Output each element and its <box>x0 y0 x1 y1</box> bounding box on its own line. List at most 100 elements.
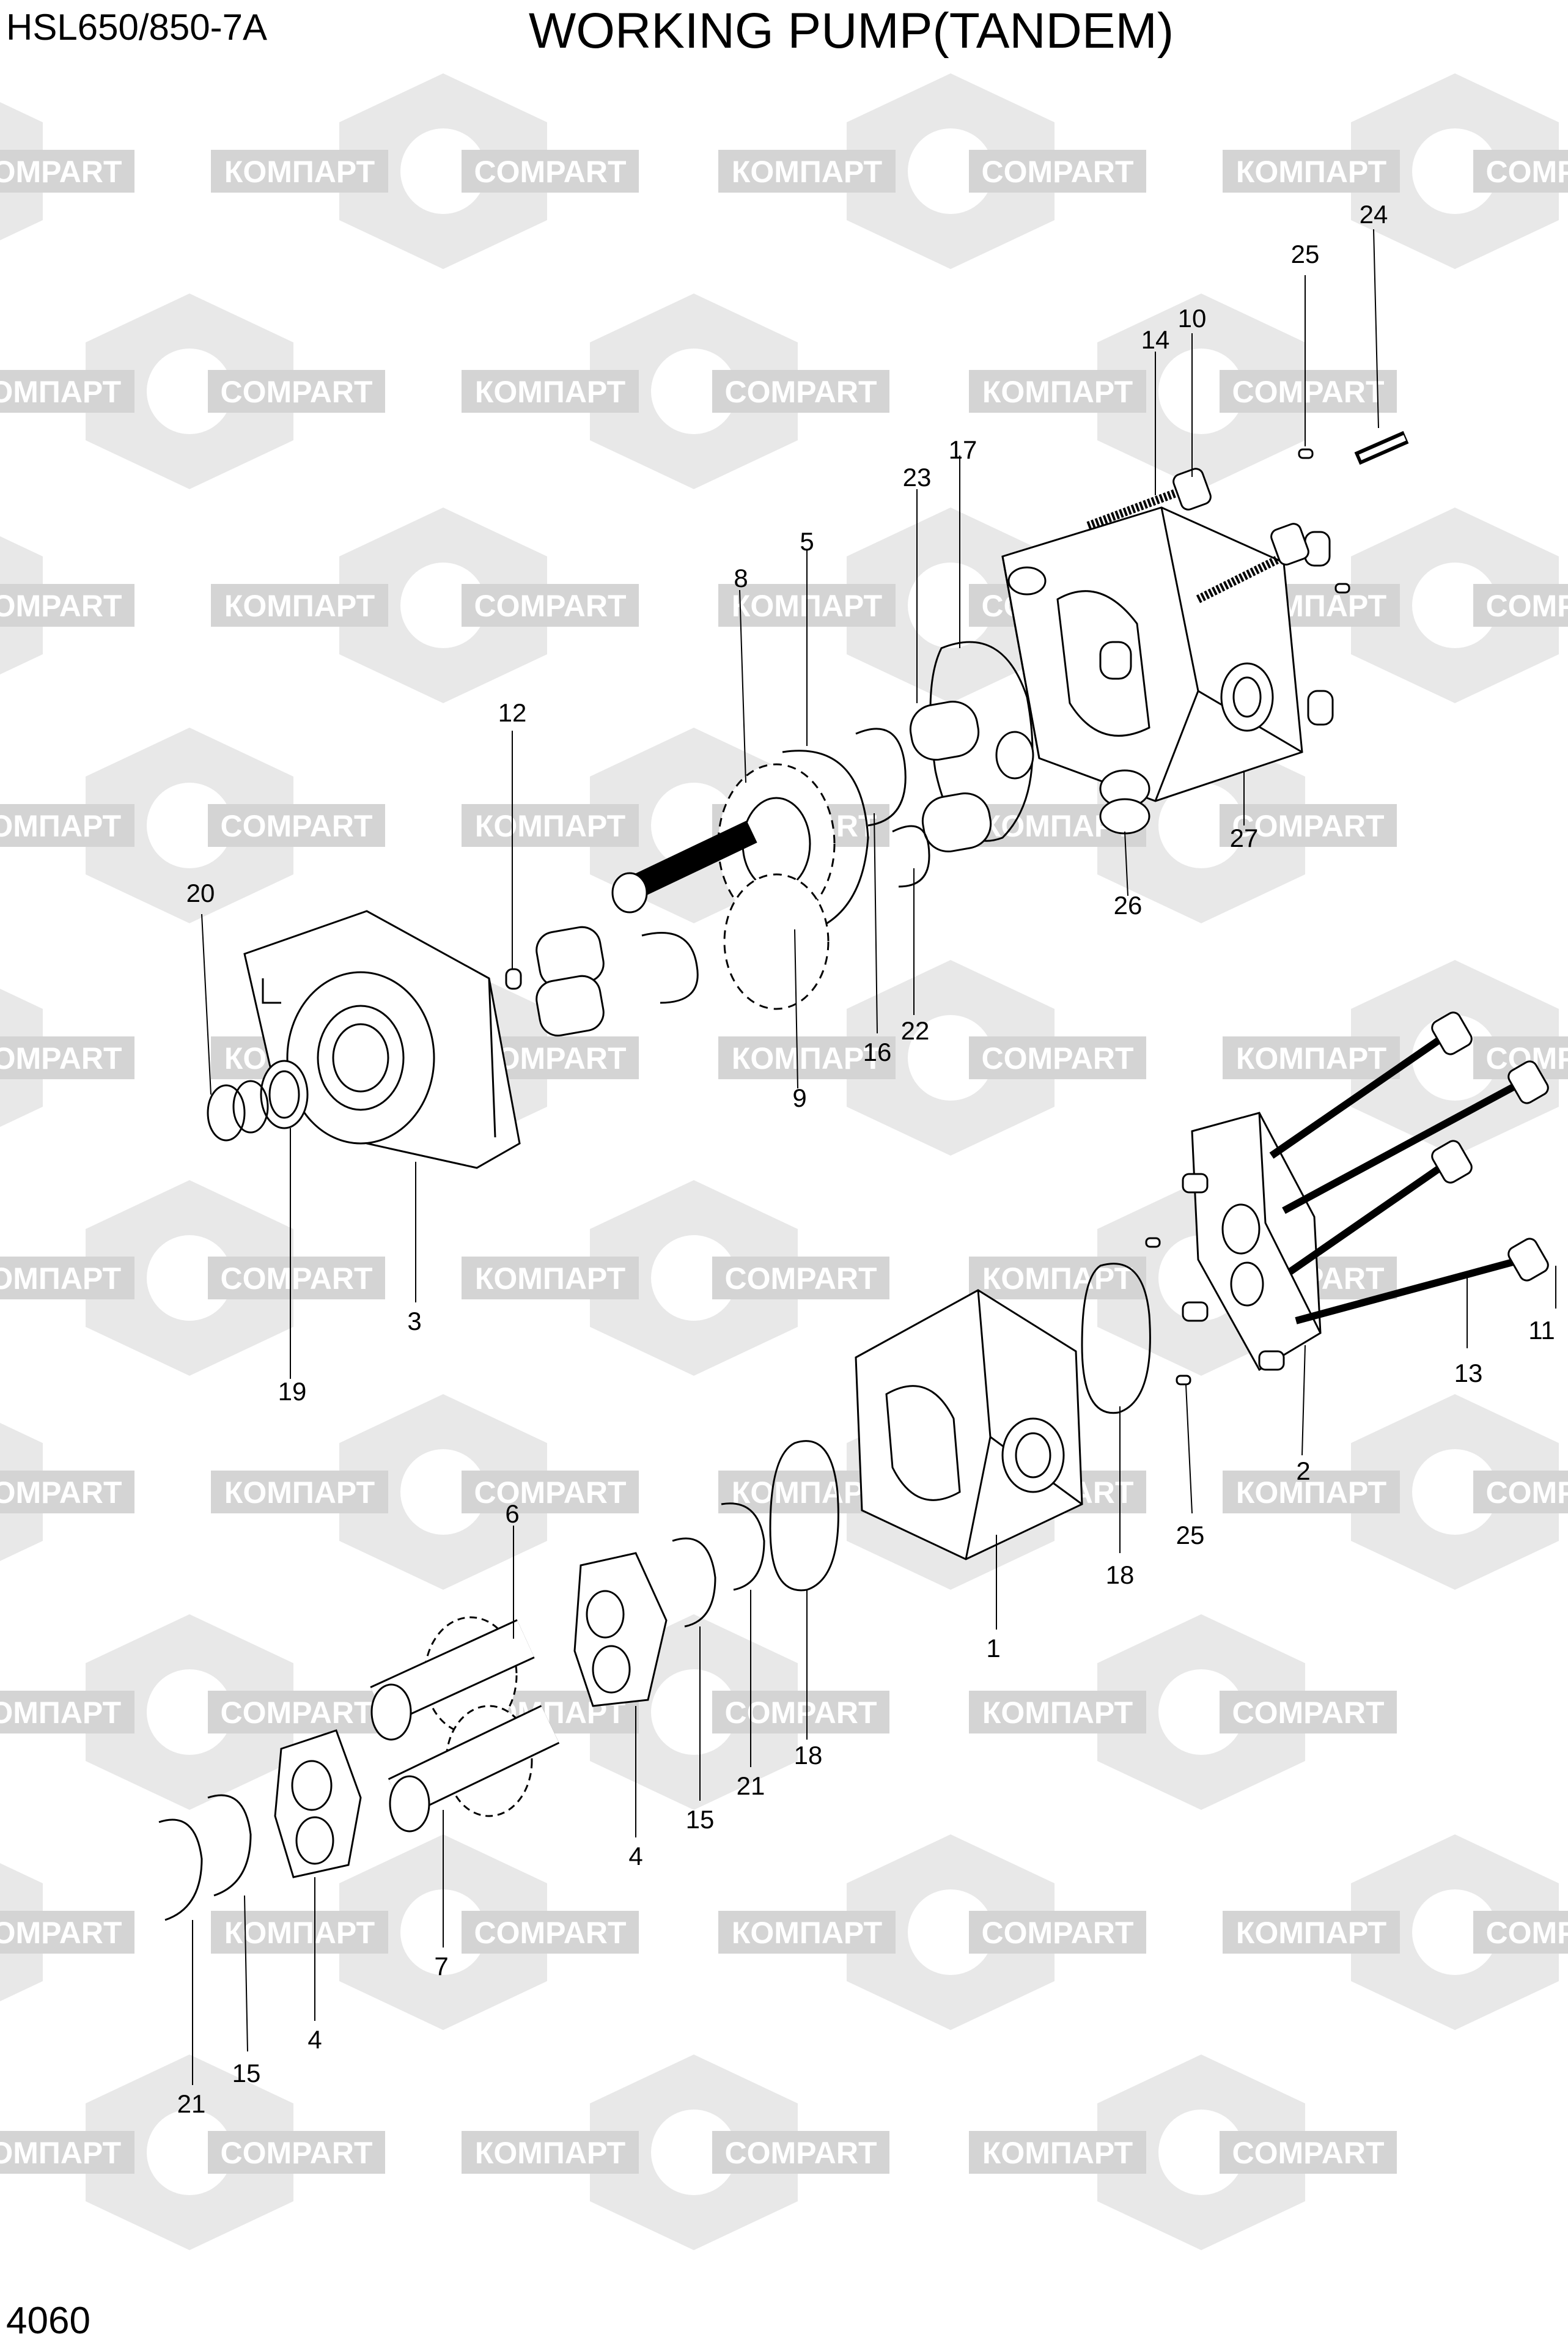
watermark-text-left: КОМПАРТ <box>0 375 121 409</box>
watermark-text-left: КОМПАРТ <box>475 375 625 409</box>
part-25-pin-top <box>1298 448 1314 459</box>
watermark-tile: КОМПАРТ COMPART <box>1223 1834 1568 2030</box>
watermark-text-right: COMPART <box>220 2136 372 2170</box>
part-5-plate <box>782 750 869 937</box>
watermark-text-left: КОМПАРТ <box>1236 1916 1386 1950</box>
watermark-tile: КОМПАРТ COMPART <box>1223 73 1568 269</box>
watermark-text-left: КОМПАРТ <box>0 809 121 843</box>
callout-20: 20 <box>186 879 215 907</box>
callout-3: 3 <box>407 1307 421 1335</box>
watermark-text-left: КОМПАРТ <box>1236 155 1386 189</box>
watermark-text-right: COMPART <box>474 1475 626 1510</box>
watermark-text-left: КОМПАРТ <box>224 589 375 623</box>
watermark-text-left: КОМПАРТ <box>475 809 625 843</box>
callout-8: 8 <box>734 564 748 593</box>
part-4-bearing-block-lower <box>274 1729 362 1878</box>
callout-4-center: 4 <box>628 1842 642 1870</box>
callout-6: 6 <box>505 1499 519 1528</box>
watermark-text-right: COMPART <box>1485 1475 1568 1510</box>
leader-lines <box>192 229 1556 2085</box>
part-27-rear-cover <box>1001 506 1334 808</box>
watermark-text-right: COMPART <box>474 589 626 623</box>
callout-2: 2 <box>1296 1456 1310 1485</box>
watermark-text-left: КОМПАРТ <box>982 2136 1133 2170</box>
watermark-text-right: COMPART <box>724 375 877 409</box>
watermark-text-left: КОМПАРТ <box>475 1261 625 1296</box>
part-8-gear <box>717 763 836 925</box>
part-20-snap-ring <box>207 1080 269 1142</box>
part-2-end-plate <box>1182 1112 1322 1372</box>
shaft-end <box>611 872 648 914</box>
part-12-pin <box>505 968 522 990</box>
part-18-seal-left <box>769 1440 839 1592</box>
callout-9: 9 <box>792 1084 806 1112</box>
watermark-text-left: КОМПАРТ <box>732 1916 882 1950</box>
watermark-text-right: COMPART <box>1485 155 1568 189</box>
watermark-text-right: COMPART <box>220 1261 372 1296</box>
callout-1: 1 <box>986 1634 1000 1663</box>
part-10-bolts <box>1086 468 1309 604</box>
watermark-text-left: КОМПАРТ <box>1236 1041 1386 1076</box>
watermark-tile: КОМПАРТ COMPART <box>1223 1394 1568 1590</box>
part-25-pin-right <box>1176 1375 1191 1386</box>
watermark-text-right: COMPART <box>981 1916 1133 1950</box>
callout-19: 19 <box>278 1377 307 1406</box>
watermark-text-left: КОМПАРТ <box>982 1261 1133 1296</box>
watermark-tile: КОМПАРТ COMPART <box>211 1834 639 2030</box>
callout-15-center: 15 <box>686 1805 715 1834</box>
pin-right-upper <box>1145 1237 1161 1248</box>
watermark-text-left: КОМПАРТ <box>732 155 882 189</box>
watermark-text-left: КОМПАРТ <box>1236 1475 1386 1510</box>
seal-clip-left <box>641 932 699 1004</box>
callout-labels: 24 25 10 14 17 23 5 8 12 20 27 26 22 16 … <box>177 200 1555 2118</box>
watermark-text-right: COMPART <box>220 375 372 409</box>
watermark-text-right: COMPART <box>1485 589 1568 623</box>
watermark-text-right: COMPART <box>0 155 122 189</box>
watermark-text-right: COMPART <box>1232 1696 1384 1730</box>
watermark-tile: КОМПАРТ COMPART <box>0 728 385 923</box>
watermark-tile: КОМПАРТ COMPART <box>211 508 639 703</box>
part-26-bushing <box>1099 798 1150 835</box>
watermark-text-right: COMPART <box>724 1696 877 1730</box>
part-11-bolts <box>1269 1011 1549 1214</box>
callout-13: 13 <box>1454 1359 1483 1387</box>
watermark-text-left: КОМПАРТ <box>224 1916 375 1950</box>
watermark-text-right: COMPART <box>220 1696 372 1730</box>
part-15-clip-center <box>672 1537 716 1628</box>
page-number: 4060 <box>6 2300 90 2342</box>
callout-7: 7 <box>434 1952 448 1981</box>
callout-14: 14 <box>1141 325 1170 354</box>
watermark-text-left: КОМПАРТ <box>982 375 1133 409</box>
watermark-text-right: COMPART <box>474 1916 626 1950</box>
watermark-text-right: COMPART <box>1485 1916 1568 1950</box>
callout-25-top: 25 <box>1291 240 1320 268</box>
watermark-text-right: COMPART <box>220 809 372 843</box>
part-24-shaft <box>1354 430 1409 465</box>
watermark-text-right: COMPART <box>724 2136 877 2170</box>
watermark-text-left: КОМПАРТ <box>0 1261 121 1296</box>
watermark-tile: КОМПАРТ COMPART <box>0 1180 385 1376</box>
watermark-text-left: КОМПАРТ <box>732 1041 882 1076</box>
callout-15-lower: 15 <box>232 2059 261 2088</box>
page-title: WORKING PUMP(TANDEM) <box>528 3 1174 59</box>
part-1-center-housing <box>855 1289 1083 1560</box>
callout-21-lower: 21 <box>177 2089 206 2118</box>
callout-21-center: 21 <box>737 1771 765 1800</box>
part-21-clip-center <box>721 1502 765 1591</box>
part-7-gear <box>388 1705 560 1833</box>
part-21-clip-left <box>158 1818 203 1921</box>
watermark-text-right: COMPART <box>0 1041 122 1076</box>
